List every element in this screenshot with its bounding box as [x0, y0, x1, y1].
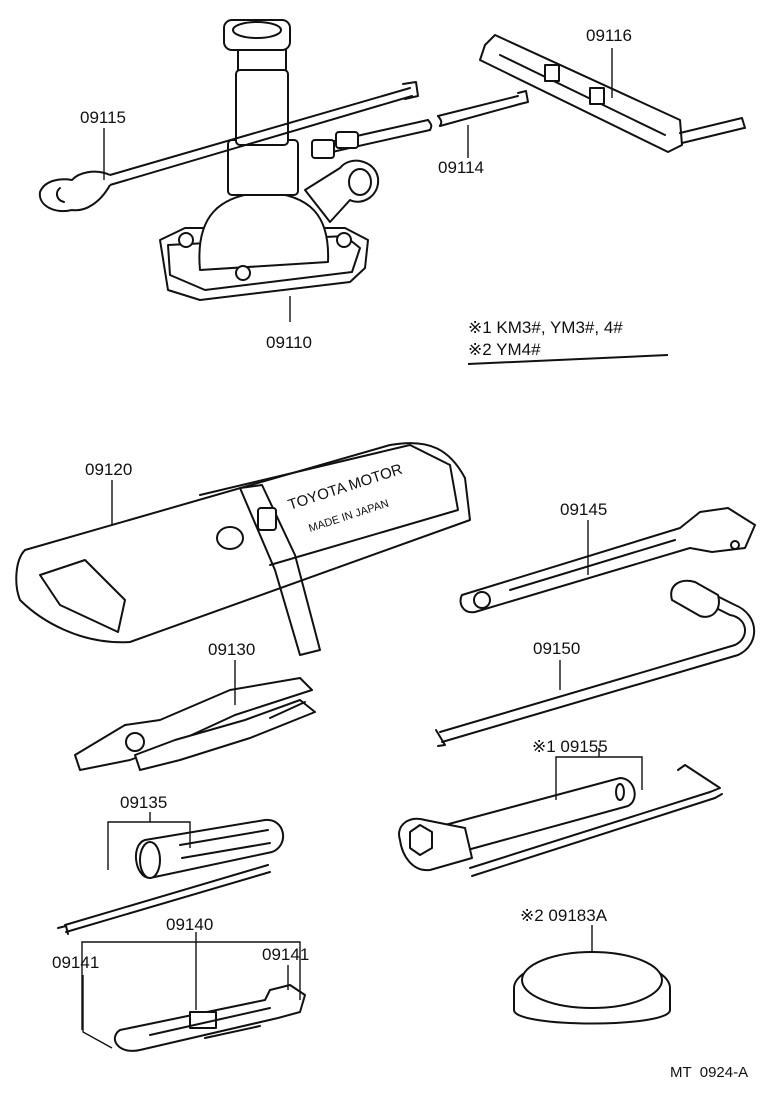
hook-wrench-drawing: [38, 81, 419, 212]
label-spanner-end-right: 09141: [262, 945, 309, 964]
note-1: ※1 KM3#, YM3#, 4#: [468, 318, 623, 337]
label-cap: ※2 09183A: [520, 906, 608, 925]
label-jack: 09110: [266, 333, 312, 352]
note-2: ※2 YM4#: [468, 340, 541, 359]
label-screwdriver: 09135: [120, 793, 167, 812]
jack-handle-drawing: [311, 90, 529, 159]
part-labels: 09110 09114 09115 09116 09120 09130 0913…: [52, 26, 632, 972]
label-wrench-hook: 09115: [80, 108, 126, 127]
applicability-notes: ※1 KM3#, YM3#, 4# ※2 YM4#: [468, 318, 623, 359]
label-jack-bar: 09116: [586, 26, 632, 45]
plug-wrench-drawing: [398, 764, 723, 877]
label-lug-wrench: 09150: [533, 639, 580, 658]
diagram-code: MT 0924-A: [670, 1064, 748, 1081]
jack-bar-drawing: [479, 34, 746, 153]
label-plug-wrench: ※1 09155: [532, 737, 608, 756]
label-handle: 09114: [438, 158, 484, 177]
adjustable-wrench-drawing: [459, 507, 756, 614]
jack-drawing: [159, 19, 380, 301]
cap-drawing: [513, 951, 671, 1025]
spanner-drawing: [113, 984, 306, 1052]
tool-bag-drawing: TOYOTA MOTOR MADE IN JAPAN: [15, 442, 471, 656]
screwdriver-drawing: [57, 818, 285, 935]
label-adjustable-wrench: 09145: [560, 500, 607, 519]
label-tool-bag: 09120: [85, 460, 132, 479]
lug-wrench-drawing: [435, 580, 756, 747]
pliers-drawing: [74, 677, 316, 771]
leader-lines: [81, 48, 669, 1049]
label-spanner: 09140: [166, 915, 213, 934]
label-spanner-end-left: 09141: [52, 953, 99, 972]
label-pliers: 09130: [208, 640, 255, 659]
